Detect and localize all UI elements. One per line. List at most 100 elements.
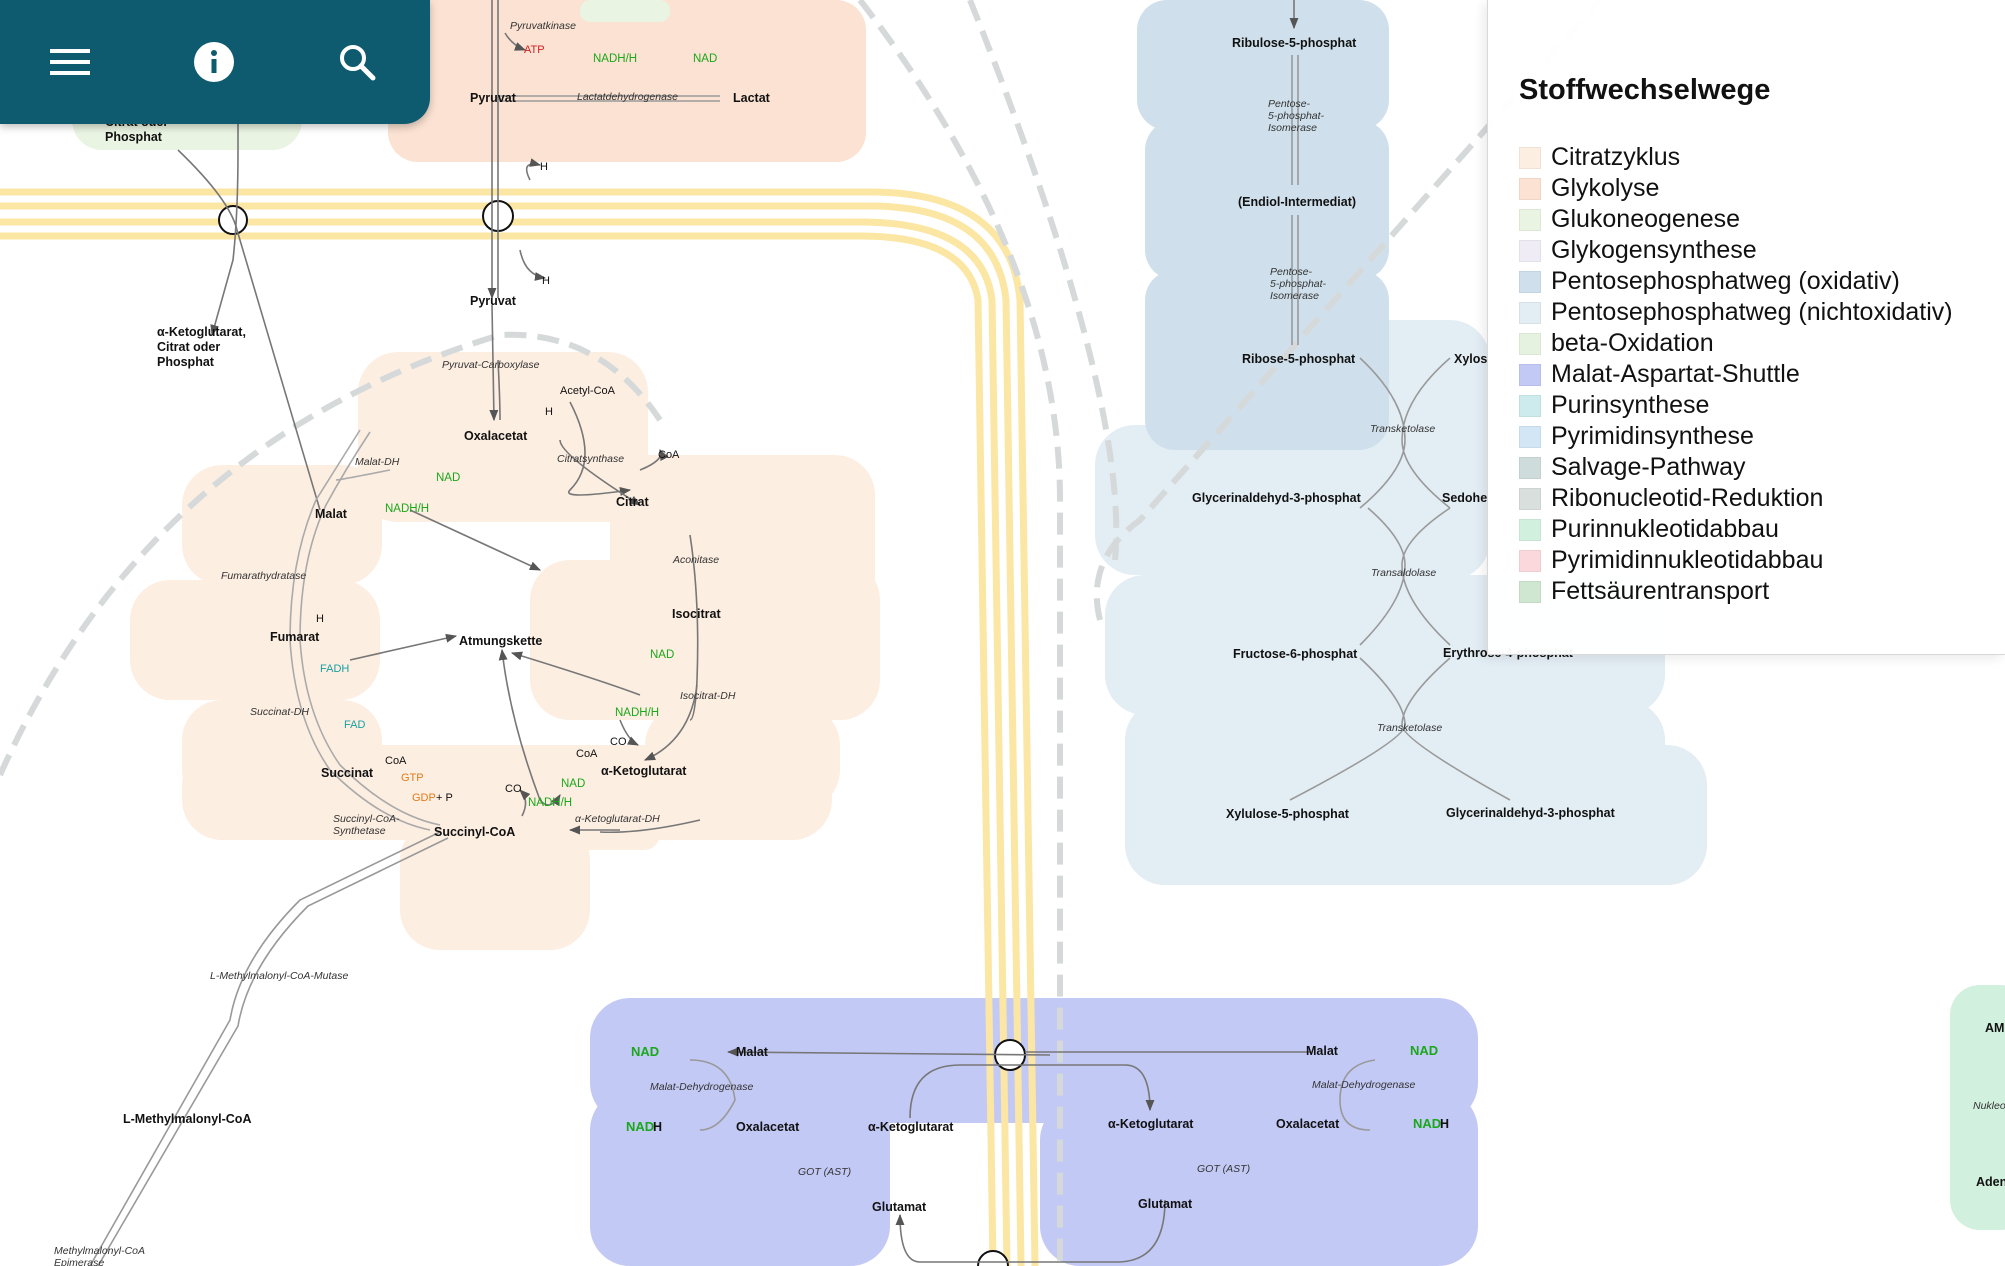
enzyme-pentose-isomerase-2c: Isomerase [1270, 290, 1319, 302]
legend-swatch [1519, 487, 1541, 510]
label-nadh-icdh: NADH/H [615, 707, 659, 719]
compartment-boundary [0, 0, 1603, 1266]
legend-label: Citratzyklus [1551, 143, 1681, 171]
mas-oxalacetat-right: Oxalacetat [1276, 1117, 1340, 1131]
legend-label: Purinnukleotidabbau [1551, 515, 1779, 543]
legend-item[interactable]: Ribonucleotid-Reduktion [1519, 483, 1953, 514]
label-lactat: Lactat [733, 91, 771, 105]
label-oxalacetat: Oxalacetat [464, 429, 528, 443]
enzyme-pentose-isomerase-2a: Pentose- [1270, 266, 1313, 278]
legend-swatch [1519, 301, 1541, 324]
enzyme-ldh: Lactatdehydrogenase [577, 91, 678, 103]
enzyme-succ-coa-synthetase-1: Succinyl-CoA- [333, 813, 400, 825]
label-nad-malat: NAD [436, 472, 460, 484]
label-citrat: Citrat [616, 495, 649, 509]
search-icon [340, 45, 376, 81]
label-fad: FAD [344, 719, 365, 731]
label-top-cut: Phosphat [105, 130, 163, 144]
label-acetyl-coa: Acetyl-CoA [560, 385, 616, 397]
legend-swatch [1519, 270, 1541, 293]
label-nad-akgdh: NAD [561, 778, 585, 790]
enzyme-malat-dh: Malat-DH [355, 456, 400, 468]
label-isocitrat: Isocitrat [672, 607, 721, 621]
label-coa-akg: CoA [576, 748, 598, 760]
enzyme-fumarathydratase: Fumarathydratase [221, 570, 306, 582]
label-pyruvat-top: Pyruvat [470, 91, 517, 105]
enzyme-pentose-isomerase-1c: Isomerase [1268, 122, 1317, 134]
mas-glutamat-left: Glutamat [872, 1200, 927, 1214]
legend-label: Glukoneogenese [1551, 205, 1741, 233]
legend-swatch [1519, 239, 1541, 262]
label-right-cut-2: Nukleo [1973, 1100, 2005, 1112]
legend-swatch [1519, 394, 1541, 417]
pathway-labels: Citrat oder Phosphat α-Ketoglutarat, Cit… [54, 20, 2005, 1266]
legend-item[interactable]: Glukoneogenese [1519, 204, 1953, 235]
mas-oxalacetat-left: Oxalacetat [736, 1120, 800, 1134]
enzyme-akg-dh: α-Ketoglutarat-DH [575, 813, 660, 825]
legend-item[interactable]: Citratzyklus [1519, 142, 1953, 173]
menu-button[interactable] [38, 30, 102, 94]
label-fumarat: Fumarat [270, 630, 320, 644]
legend-label: Pyrimidinsynthese [1551, 422, 1754, 450]
legend-item[interactable]: Purinsynthese [1519, 390, 1953, 421]
legend-item[interactable]: beta-Oxidation [1519, 328, 1953, 359]
label-malat: Malat [315, 507, 348, 521]
label-gdp: GDP [412, 792, 436, 804]
mas-nad-plus-right: NAD [1410, 1043, 1438, 1058]
region-glykolyse [388, 0, 866, 162]
legend-title: Stoffwechselwege [1519, 74, 1771, 106]
legend-label: Pentosephosphatweg (nichtoxidativ) [1551, 298, 1953, 326]
label-endiol: (Endiol-Intermediat) [1238, 195, 1356, 209]
legend-item[interactable]: Pentosephosphatweg (oxidativ) [1519, 266, 1953, 297]
menu-icon [50, 49, 90, 75]
legend-label: Glykolyse [1551, 174, 1660, 202]
legend-swatch [1519, 208, 1541, 231]
legend-item[interactable]: Pentosephosphatweg (nichtoxidativ) [1519, 297, 1953, 328]
info-button[interactable] [182, 30, 246, 94]
label-nadh-malat: NADH/H [385, 503, 429, 515]
label-ribulose5p: Ribulose-5-phosphat [1232, 36, 1357, 50]
mas-glutamat-right: Glutamat [1138, 1197, 1193, 1211]
legend-label: Salvage-Pathway [1551, 453, 1746, 481]
legend-swatch [1519, 580, 1541, 603]
enzyme-pyruvat-carboxylase: Pyruvat-Carboxylase [442, 359, 540, 371]
legend-label: Fettsäurentransport [1551, 577, 1770, 605]
mas-got-right: GOT (AST) [1197, 1163, 1250, 1175]
legend-item[interactable]: Pyrimidinsynthese [1519, 421, 1953, 452]
label-succinat: Succinat [321, 766, 374, 780]
enzyme-transaldolase: Transaldolase [1371, 567, 1436, 579]
label-transport-1: α-Ketoglutarat, [157, 325, 246, 339]
mas-mdh-left: Malat-Dehydrogenase [650, 1081, 753, 1093]
mas-malat-left: Malat [736, 1045, 769, 1059]
legend-item[interactable]: Glykogensynthese [1519, 235, 1953, 266]
enzyme-succinat-dh: Succinat-DH [250, 706, 309, 718]
legend-item[interactable]: Pyrimidinnukleotidabbau [1519, 545, 1953, 576]
label-f6p: Fructose-6-phosphat [1233, 647, 1358, 661]
enzyme-isocitrat-dh: Isocitrat-DH [680, 690, 736, 702]
label-nad-ldh: NAD [693, 53, 717, 65]
legend-item[interactable]: Purinnukleotidabbau [1519, 514, 1953, 545]
legend-item[interactable]: Salvage-Pathway [1519, 452, 1953, 483]
enzyme-citratsynthase: Citratsynthase [557, 453, 624, 465]
search-button[interactable] [325, 30, 389, 94]
legend-label: Purinsynthese [1551, 391, 1710, 419]
enzyme-mm-epimerase-1: Methylmalonyl-CoA [54, 1245, 145, 1257]
legend-swatch [1519, 518, 1541, 541]
legend-swatch [1519, 332, 1541, 355]
label-h-plus-1: H [540, 161, 548, 173]
legend-item[interactable]: Glykolyse [1519, 173, 1953, 204]
label-coa-succ: CoA [385, 755, 407, 767]
label-ga3p: Glycerinaldehyd-3-phosphat [1192, 491, 1362, 505]
label-pyruvat: Pyruvat [470, 294, 517, 308]
legend-item[interactable]: Malat-Aspartat-Shuttle [1519, 359, 1953, 390]
mas-got-left: GOT (AST) [798, 1166, 851, 1178]
label-nadh-akgdh: NADH/H [528, 797, 572, 809]
mas-nad-plus-left: NAD [631, 1044, 659, 1059]
legend-item[interactable]: Fettsäurentransport [1519, 576, 1953, 607]
label-transport-2: Citrat oder [157, 340, 220, 354]
enzyme-pentose-isomerase-2b: 5-phosphat- [1270, 278, 1327, 290]
enzyme-pyruvatkinase: Pyruvatkinase [510, 20, 576, 32]
legend-label: beta-Oxidation [1551, 329, 1714, 357]
